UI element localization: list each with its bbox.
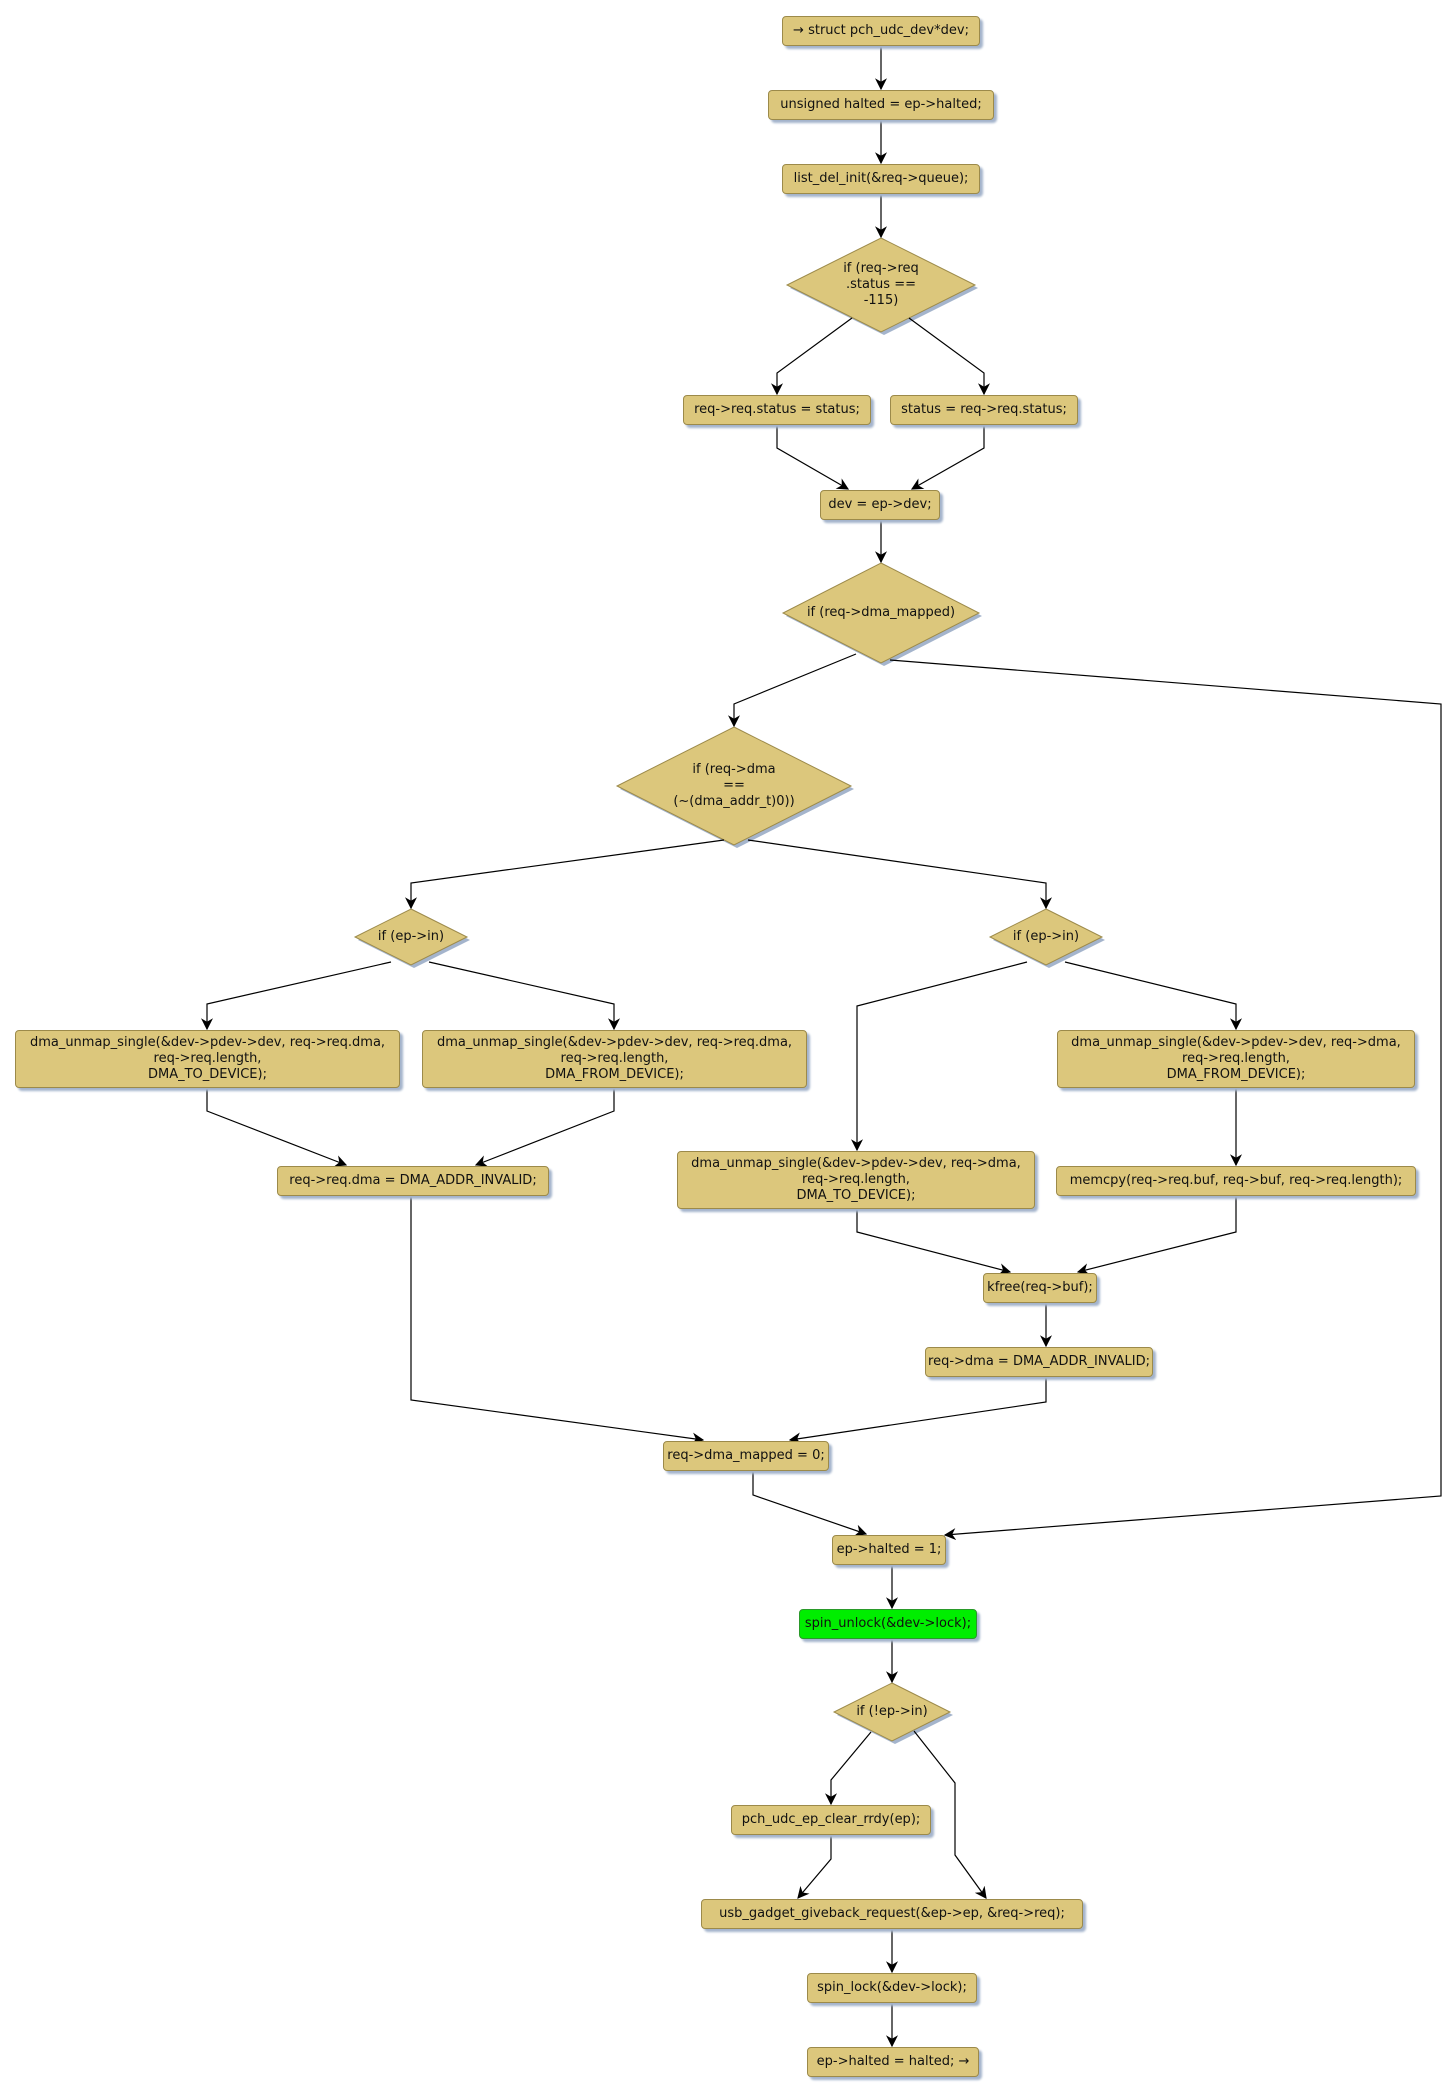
decision-dma-mapped-text: if (req->dma_mapped) [806, 605, 956, 620]
decision-status-text: if (req->req .status == -115) [843, 261, 919, 308]
node-halted-one: ep->halted = 1; [832, 1535, 946, 1565]
edge-reqdma-mapped0 [410, 1196, 705, 1445]
decision-not-in-diamond [832, 1682, 952, 1742]
node-unmap-left-to-device: dma_unmap_single(&dev->pdev->dev, req->r… [15, 1030, 400, 1088]
edge-status-get [908, 317, 990, 396]
decision-ep-in-right-text: if (ep->in) [1012, 929, 1080, 944]
edge-to-kfree [856, 1209, 1012, 1276]
decision-ep-in-right-diamond [988, 908, 1104, 966]
edge-notin-giveback [913, 1730, 987, 1899]
edge-status-set [771, 317, 853, 396]
edge-right-to [851, 961, 1028, 1152]
edge-mapped-halted1 [889, 659, 1442, 1541]
node-dma-mapped-zero: req->dma_mapped = 0; [663, 1441, 829, 1471]
edge-left-to [201, 961, 392, 1031]
edge-notin-clear [825, 1731, 872, 1806]
decision-ep-in-left-diamond [353, 908, 469, 966]
edge-dmainv-mapped0 [788, 1377, 1047, 1445]
node-memcpy: memcpy(req->req.buf, req->buf, req->req.… [1056, 1166, 1416, 1196]
edge-memcpy-kfree [1076, 1196, 1237, 1276]
edge-dmainv-left [405, 839, 725, 910]
edge-clear-giveback [797, 1835, 832, 1899]
node-dev-assign: dev = ep->dev; [820, 490, 940, 520]
node-clear-rrdy: pch_udc_ep_clear_rrdy(ep); [731, 1805, 931, 1835]
node-kfree: kfree(req->buf); [983, 1273, 1097, 1303]
edge-mapped-dmainv [728, 653, 857, 728]
decision-dma-invalid-text: if (req->dma == (~(dma_addr_t)0)) [673, 762, 795, 809]
decision-dma-mapped-diamond [781, 562, 981, 664]
edge-left-from [428, 961, 620, 1031]
node-get-status: status = req->req.status; [890, 395, 1078, 425]
node-unmap-right-from-device: dma_unmap_single(&dev->pdev->dev, req->d… [1057, 1030, 1415, 1088]
node-req-req-dma-invalid: req->req.dma = DMA_ADDR_INVALID; [277, 1166, 549, 1196]
node-start: → struct pch_udc_dev*dev; [782, 16, 980, 46]
node-giveback-request: usb_gadget_giveback_request(&ep->ep, &re… [701, 1899, 1083, 1929]
decision-not-in-text: if (!ep->in) [856, 1704, 928, 1719]
decision-ep-in-left-text: if (ep->in) [377, 929, 445, 944]
decision-status-diamond [785, 237, 977, 333]
edge-get-dev [910, 425, 985, 490]
edge-to-reqdma [206, 1088, 348, 1167]
node-list-del-init: list_del_init(&req->queue); [782, 164, 980, 194]
node-spin-unlock: spin_unlock(&dev->lock); [799, 1609, 977, 1639]
node-set-status: req->req.status = status; [683, 395, 871, 425]
decision-dma-invalid-diamond [615, 726, 853, 846]
node-unmap-left-from-device: dma_unmap_single(&dev->pdev->dev, req->r… [422, 1030, 807, 1088]
node-req-dma-invalid: req->dma = DMA_ADDR_INVALID; [925, 1347, 1153, 1377]
edge-set-dev [776, 425, 850, 490]
node-unsigned-halted: unsigned halted = ep->halted; [768, 90, 994, 120]
edge-right-from [1064, 961, 1242, 1031]
node-unmap-right-to-device: dma_unmap_single(&dev->pdev->dev, req->d… [677, 1151, 1035, 1209]
edge-dmainv-right [747, 839, 1052, 910]
edge-mapped0-halted1 [752, 1471, 868, 1537]
node-end: ep->halted = halted; → [807, 2047, 979, 2077]
node-spin-lock: spin_lock(&dev->lock); [807, 1973, 977, 2003]
edge-from-reqdma [474, 1088, 615, 1167]
